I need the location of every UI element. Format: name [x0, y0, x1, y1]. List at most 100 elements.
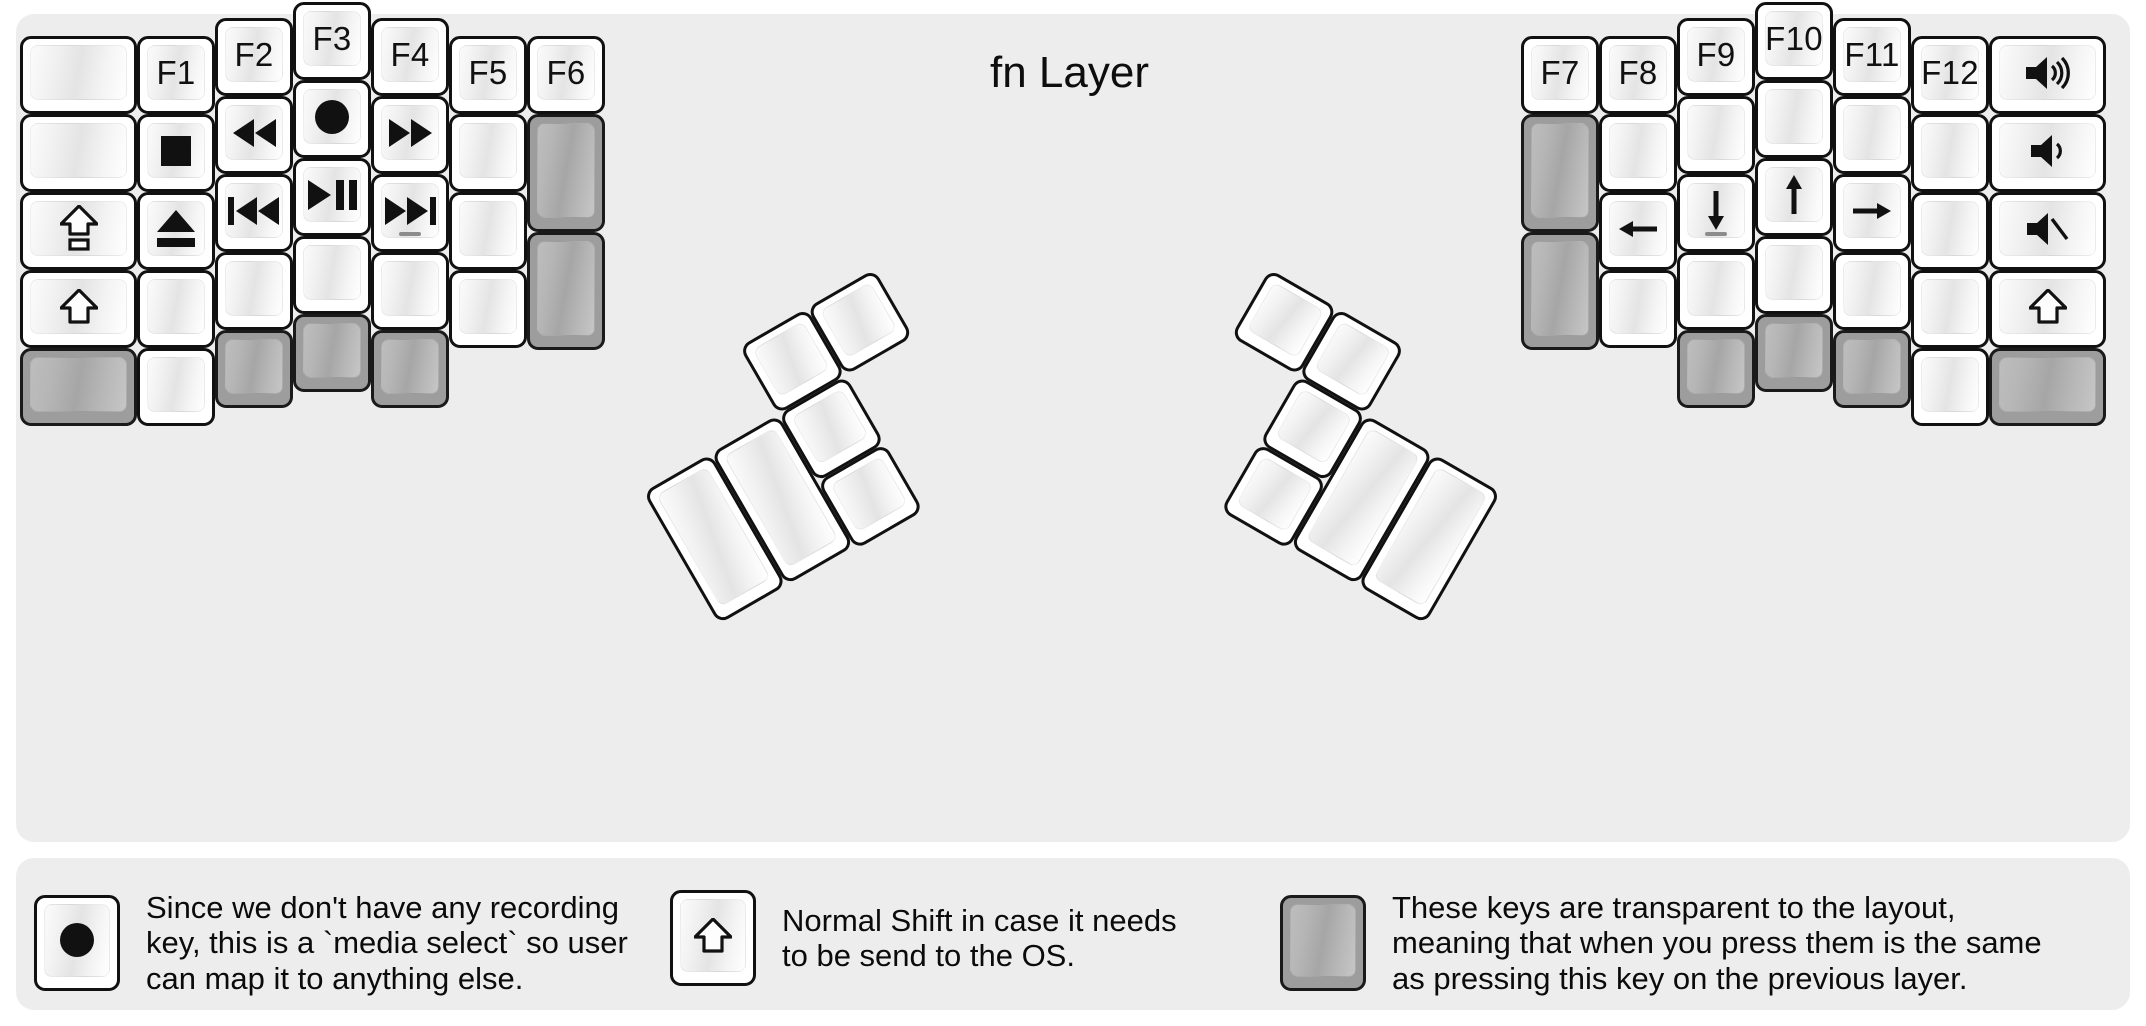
legend-key-sample — [34, 894, 120, 991]
key-col-f1-4[interactable] — [137, 348, 215, 426]
key-col-f2-3[interactable] — [215, 252, 293, 330]
shift-icon — [59, 289, 98, 324]
legend-sample-key-1[interactable] — [670, 890, 756, 986]
legend-item-2: These keys are transparent to the layout… — [1280, 890, 2042, 996]
arrow-right-icon — [1852, 197, 1892, 225]
key-col-f3-2[interactable] — [293, 158, 371, 236]
key-col-f9-4[interactable] — [1677, 330, 1755, 408]
key-col-f10-4[interactable] — [1755, 314, 1833, 392]
keycap-face — [791, 388, 869, 465]
key-col-f11-0[interactable]: F11 — [1833, 18, 1911, 96]
key-col-f10-2[interactable] — [1755, 158, 1833, 236]
key-col-outer-left-2[interactable] — [20, 192, 137, 270]
key-col-f12-1[interactable] — [1911, 114, 1989, 192]
key-col-outer-left-4[interactable] — [20, 348, 137, 426]
key-col-f1-3[interactable] — [137, 270, 215, 348]
key-col-f7-1[interactable] — [1521, 114, 1599, 232]
keycap-face — [1999, 45, 2096, 100]
key-col-f6-0[interactable]: F6 — [527, 36, 605, 114]
key-label: F4 — [390, 36, 430, 73]
key-col-f4-1[interactable] — [371, 96, 449, 174]
key-col-f1-1[interactable] — [137, 114, 215, 192]
key-col-f8-0[interactable]: F8 — [1599, 36, 1677, 114]
key-col-f5-0[interactable]: F5 — [449, 36, 527, 114]
key-col-f9-1[interactable] — [1677, 96, 1755, 174]
key-col-f5-3[interactable] — [449, 270, 527, 348]
media-stop-icon — [161, 135, 191, 166]
keycap-face — [1921, 201, 1979, 256]
legend-sample-key-2[interactable] — [1280, 894, 1366, 991]
key-label: F12 — [1921, 54, 1979, 91]
key-col-f3-0[interactable]: F3 — [293, 2, 371, 80]
key-col-f7-0[interactable]: F7 — [1521, 36, 1599, 114]
key-col-f4-2[interactable] — [371, 174, 449, 252]
media-previous-icon — [228, 196, 280, 225]
key-col-f11-2[interactable] — [1833, 174, 1911, 252]
key-col-f12-2[interactable] — [1911, 192, 1989, 270]
key-col-f10-0[interactable]: F10 — [1755, 2, 1833, 80]
key-col-f8-1[interactable] — [1599, 114, 1677, 192]
key-col-f11-4[interactable] — [1833, 330, 1911, 408]
key-col-f2-2[interactable] — [215, 174, 293, 252]
key-col-f1-0[interactable]: F1 — [137, 36, 215, 114]
key-col-f11-1[interactable] — [1833, 96, 1911, 174]
key-col-f2-1[interactable] — [215, 96, 293, 174]
key-col-f12-0[interactable]: F12 — [1911, 36, 1989, 114]
key-col-f4-3[interactable] — [371, 252, 449, 330]
key-col-f2-4[interactable] — [215, 330, 293, 408]
key-col-f5-1[interactable] — [449, 114, 527, 192]
key-col-f6-1[interactable] — [527, 114, 605, 232]
key-col-f3-3[interactable] — [293, 236, 371, 314]
keycap-face: F5 — [459, 45, 517, 100]
key-label: F10 — [1765, 20, 1823, 57]
key-label: F9 — [1696, 36, 1736, 73]
keycap-face — [1531, 123, 1589, 218]
keycap-face — [30, 123, 127, 178]
key-col-outer-right-3[interactable] — [1989, 270, 2106, 348]
media-record-icon — [60, 923, 94, 958]
legend-sample-key-0[interactable] — [34, 894, 120, 991]
keycap-face — [1609, 279, 1667, 334]
key-col-f4-0[interactable]: F4 — [371, 18, 449, 96]
keycap-face: F7 — [1531, 45, 1589, 100]
keycap-face — [1765, 167, 1823, 222]
key-col-outer-right-0[interactable] — [1989, 36, 2106, 114]
key-col-f12-3[interactable] — [1911, 270, 1989, 348]
key-col-f12-4[interactable] — [1911, 348, 1989, 426]
key-col-f9-3[interactable] — [1677, 252, 1755, 330]
keycap-face — [1843, 339, 1901, 394]
key-col-f5-2[interactable] — [449, 192, 527, 270]
keycap-face — [1609, 201, 1667, 256]
key-label: F2 — [234, 36, 274, 73]
key-col-f9-0[interactable]: F9 — [1677, 18, 1755, 96]
key-col-f10-3[interactable] — [1755, 236, 1833, 314]
key-col-f3-4[interactable] — [293, 314, 371, 392]
volume-down-icon — [2030, 134, 2065, 168]
legend-item-1: Normal Shift in case it needs to be send… — [670, 890, 1177, 986]
key-col-f8-3[interactable] — [1599, 270, 1677, 348]
keycap-face — [1531, 241, 1589, 336]
key-col-f11-3[interactable] — [1833, 252, 1911, 330]
key-col-outer-right-2[interactable] — [1989, 192, 2106, 270]
key-col-f10-1[interactable] — [1755, 80, 1833, 158]
shift-icon — [2028, 289, 2067, 324]
key-col-outer-right-4[interactable] — [1989, 348, 2106, 426]
keycap-face — [1687, 183, 1745, 238]
key-col-outer-right-1[interactable] — [1989, 114, 2106, 192]
key-col-f1-2[interactable] — [137, 192, 215, 270]
key-col-f3-1[interactable] — [293, 80, 371, 158]
key-col-f9-2[interactable] — [1677, 174, 1755, 252]
key-col-f7-2[interactable] — [1521, 232, 1599, 350]
key-col-f6-2[interactable] — [527, 232, 605, 350]
key-label: F5 — [468, 54, 508, 91]
key-col-f2-0[interactable]: F2 — [215, 18, 293, 96]
key-col-outer-left-1[interactable] — [20, 114, 137, 192]
keycap-face — [303, 323, 361, 378]
key-col-f4-4[interactable] — [371, 330, 449, 408]
keycap-face — [381, 339, 439, 394]
key-col-outer-left-3[interactable] — [20, 270, 137, 348]
key-col-outer-left-0[interactable] — [20, 36, 137, 114]
key-col-f8-2[interactable] — [1599, 192, 1677, 270]
keycap-face — [459, 279, 517, 334]
